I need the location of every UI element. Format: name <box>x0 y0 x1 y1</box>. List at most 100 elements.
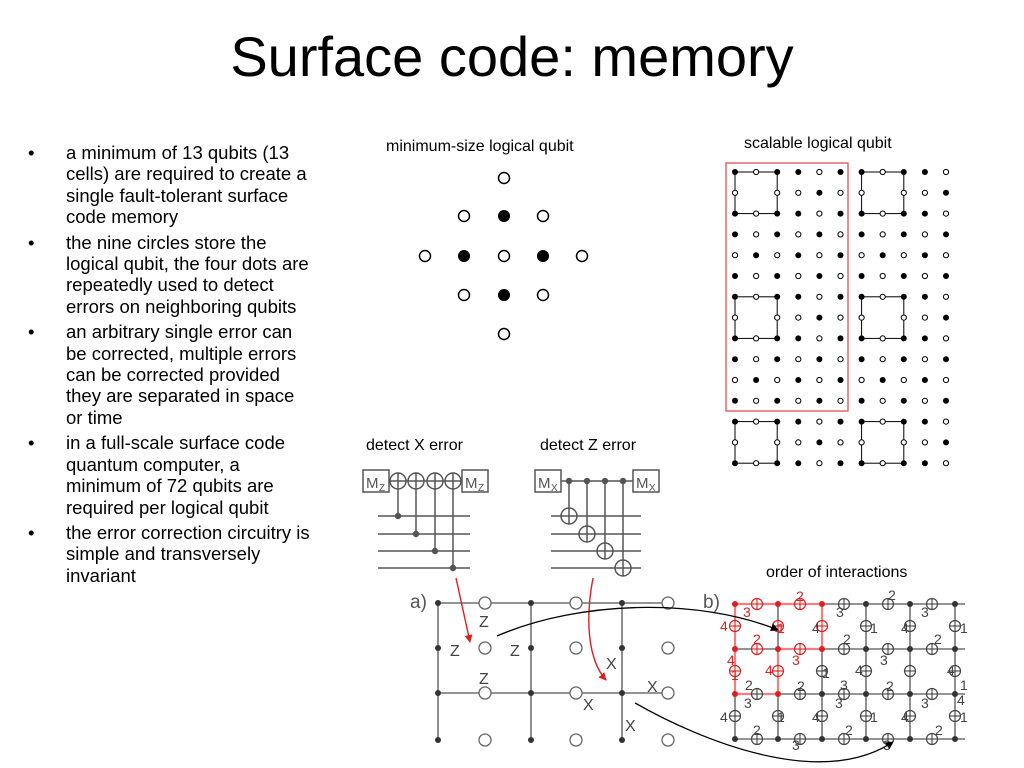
scalable-qubit-diagram <box>725 162 950 467</box>
x-mark: X <box>647 679 658 696</box>
open-circle <box>816 418 823 425</box>
filled-dot <box>858 210 865 217</box>
filled-dot <box>943 189 949 196</box>
order-number: 1 <box>870 709 878 725</box>
order-number: 3 <box>835 695 843 711</box>
arrow-to-panel-b-bottom <box>634 702 894 763</box>
filled-dot <box>795 377 802 383</box>
open-circle <box>942 210 950 217</box>
open-circle <box>942 376 950 384</box>
filled-dot <box>900 397 907 404</box>
filled-dot <box>732 601 738 607</box>
z-mark: Z <box>450 643 460 660</box>
filled-dot <box>774 231 781 238</box>
order-number-red: 1 <box>731 667 739 683</box>
page-title: Surface code: memory <box>230 25 794 88</box>
interaction-arrows <box>455 577 894 763</box>
order-number: 1 <box>777 709 785 725</box>
filled-dot <box>858 273 865 279</box>
open-circle <box>753 293 760 300</box>
order-number: 2 <box>845 722 853 738</box>
filled-dot <box>732 397 738 404</box>
filled-dot <box>816 397 823 404</box>
open-circle <box>731 314 739 321</box>
open-circle <box>753 460 760 467</box>
open-circle <box>536 288 550 302</box>
open-circle <box>795 314 802 321</box>
filled-dot <box>900 210 907 217</box>
filled-dot <box>775 736 781 742</box>
filled-dot <box>943 231 949 238</box>
filled-dot <box>921 335 928 342</box>
open-circle <box>942 335 950 342</box>
filled-dot <box>900 231 907 238</box>
filled-dot <box>907 736 913 742</box>
open-circle <box>837 314 844 321</box>
open-circle <box>497 171 511 185</box>
order-number: 3 <box>880 652 888 668</box>
open-circle <box>661 641 675 655</box>
open-circle <box>942 460 950 467</box>
z-mark: Z <box>479 614 489 631</box>
filled-dot <box>795 418 802 425</box>
open-circle <box>858 314 865 321</box>
order-number: 2 <box>753 722 761 738</box>
filled-dot <box>858 356 865 363</box>
filled-dot <box>943 356 949 363</box>
filled-dot <box>619 600 625 606</box>
open-circle <box>921 231 929 238</box>
filled-dot <box>498 289 510 301</box>
x-mark: X <box>583 697 594 714</box>
order-number: 3 <box>921 604 929 620</box>
filled-dot <box>435 737 441 743</box>
filled-dot <box>732 293 738 300</box>
bullet-item: an arbitrary single error can be correct… <box>28 321 313 428</box>
filled-dot <box>819 736 825 742</box>
filled-dot <box>732 356 738 363</box>
filled-dot <box>816 189 823 196</box>
filled-dot <box>528 600 534 606</box>
filled-dot <box>858 335 865 342</box>
open-circle <box>457 209 471 223</box>
filled-dot <box>943 273 949 279</box>
filled-dot <box>921 377 928 383</box>
bullet-item: the error correction circuitry is simple… <box>28 522 313 586</box>
filled-dot <box>795 460 802 467</box>
filled-dot <box>863 646 869 652</box>
filled-dot <box>774 273 781 279</box>
open-circle <box>418 249 432 263</box>
open-circle <box>753 168 760 176</box>
filled-dot <box>435 690 441 696</box>
open-circle <box>837 356 844 363</box>
plaquette-box <box>861 296 905 339</box>
filled-dot <box>732 418 738 425</box>
open-circle <box>774 189 781 196</box>
order-number: 2 <box>843 631 851 647</box>
filled-dot <box>795 293 802 300</box>
open-circle <box>942 293 950 300</box>
order-number: 4 <box>947 662 955 678</box>
order-number: 4 <box>855 662 863 678</box>
filled-dot <box>732 646 738 652</box>
order-number: 4 <box>957 692 965 708</box>
panel-b-label: b) <box>703 592 720 613</box>
order-number: 4 <box>901 620 909 636</box>
filled-dot <box>795 169 802 175</box>
open-circle <box>816 210 823 217</box>
open-circle <box>879 231 886 238</box>
open-circle <box>478 733 492 747</box>
open-circle <box>837 439 844 446</box>
filled-dot <box>900 460 907 467</box>
open-circle <box>569 686 583 700</box>
filled-dot <box>952 646 958 652</box>
open-circle <box>569 733 583 747</box>
open-circle <box>795 189 802 196</box>
open-circle <box>753 335 760 342</box>
order-number: 4 <box>720 709 728 725</box>
filled-dot <box>458 250 470 262</box>
filled-dot <box>858 460 865 467</box>
filled-dot <box>837 377 844 383</box>
filled-dot <box>907 601 913 607</box>
open-circle <box>900 252 907 259</box>
filled-dot <box>795 335 802 342</box>
